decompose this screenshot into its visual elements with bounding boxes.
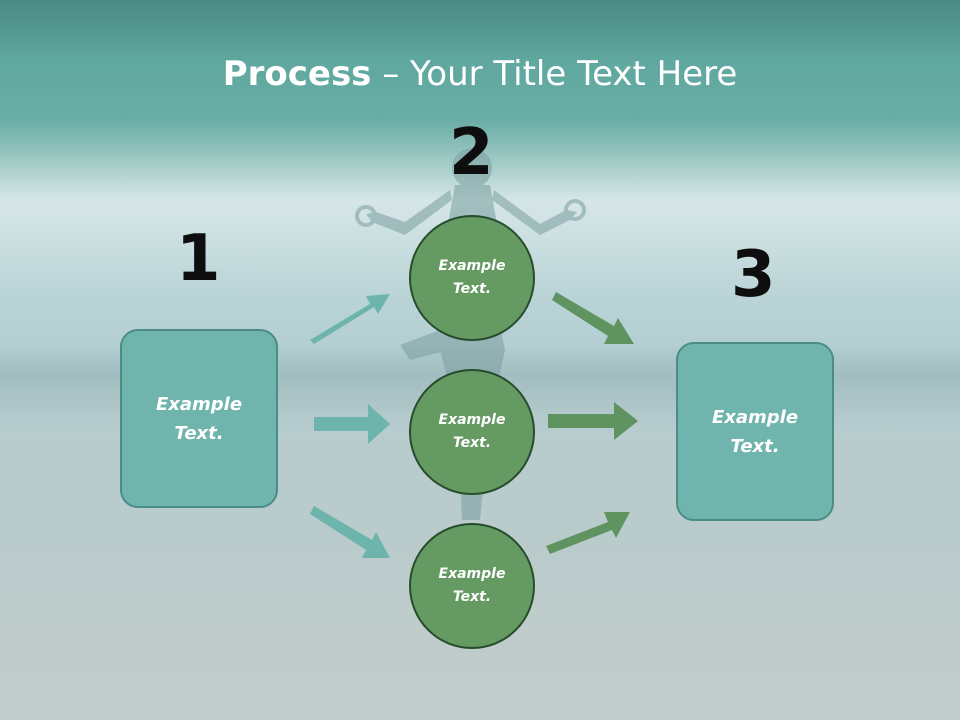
circle-middle-label: Example Text. [438,412,506,451]
step-number-2: 2 [449,116,494,190]
process-box-right: Example Text. [676,342,834,521]
arrow-icon [310,294,390,344]
process-circle-top: Example Text. [409,215,535,341]
box-right-label: Example Text. [711,406,799,457]
process-circle-bottom: Example Text. [409,523,535,649]
circle-bottom-label: Example Text. [438,566,506,605]
title-rest: – Your Title Text Here [371,54,738,94]
arrow-icon [552,292,634,344]
slide-title: Process – Your Title Text Here [0,52,960,96]
arrow-icon [310,506,390,558]
step-number-3: 3 [731,238,776,312]
process-circle-middle: Example Text. [409,369,535,495]
step-number-1: 1 [176,222,221,296]
process-box-left: Example Text. [120,329,278,508]
circle-top-label: Example Text. [438,258,506,297]
arrow-icon [548,402,638,440]
title-bold: Process [222,54,372,94]
box-left-label: Example Text. [155,393,243,444]
arrow-icon [314,404,390,444]
arrow-icon [546,512,630,554]
